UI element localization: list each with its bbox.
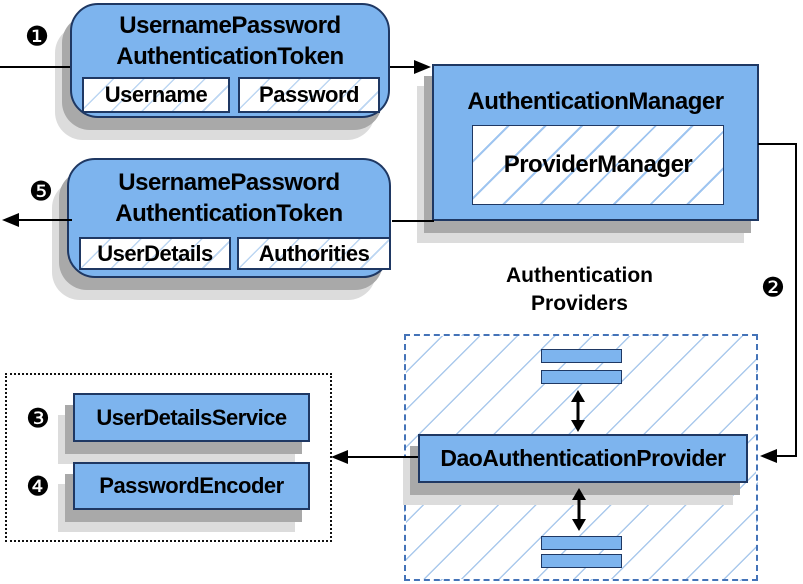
username-password-token-result-box: UsernamePassword AuthenticationToken Use…	[67, 158, 391, 278]
authentication-providers-label: Authentication Providers	[462, 262, 697, 318]
flow-line-outgoing	[16, 219, 72, 221]
line-manager-to-result-token	[392, 220, 434, 222]
title-line-1: UsernamePassword	[118, 169, 340, 196]
double-arrow-top-icon	[570, 390, 586, 432]
step-2-badge: ❷	[760, 272, 786, 304]
box-title: UsernamePassword AuthenticationToken	[69, 167, 389, 229]
database-bar-icon	[541, 370, 622, 384]
username-password-token-request-box: UsernamePassword AuthenticationToken Use…	[70, 3, 390, 118]
title-line-2: AuthenticationToken	[115, 200, 343, 227]
authentication-manager-box: AuthenticationManager ProviderManager	[432, 64, 759, 221]
user-details-chip: UserDetails	[79, 237, 231, 270]
label-line-1: Authentication	[506, 264, 653, 287]
authorities-chip: Authorities	[237, 237, 391, 270]
arrow-left-icon	[331, 450, 348, 464]
dao-authentication-provider-box: DaoAuthenticationProvider	[418, 434, 748, 483]
database-bar-icon	[541, 554, 622, 568]
password-encoder-box: PasswordEncoder	[73, 462, 310, 510]
authentication-manager-title: AuthenticationManager	[467, 88, 724, 115]
database-bar-icon	[541, 536, 622, 550]
label-line-2: Providers	[531, 292, 628, 315]
username-field-chip: Username	[82, 77, 230, 113]
box-title: UsernamePassword AuthenticationToken	[72, 10, 388, 72]
title-line-2: AuthenticationToken	[116, 43, 344, 70]
step-4-badge: ❹	[25, 471, 51, 503]
double-arrow-bottom-icon	[571, 488, 587, 531]
connector-vertical-right	[795, 143, 797, 457]
arrow-left-icon	[2, 213, 19, 227]
provider-manager-box: ProviderManager	[472, 125, 724, 205]
step-3-badge: ❸	[25, 403, 51, 435]
connector-into-dao	[777, 455, 797, 457]
title-line-1: UsernamePassword	[119, 12, 341, 39]
user-details-service-box: UserDetailsService	[73, 393, 310, 442]
flow-line-token-to-manager	[390, 66, 416, 68]
connector-dao-to-services	[348, 456, 418, 458]
step-1-badge: ❶	[24, 21, 50, 53]
connector-manager-right	[758, 143, 797, 145]
flow-line-incoming	[0, 66, 70, 68]
database-bar-icon	[541, 349, 622, 363]
arrow-right-icon	[414, 60, 431, 74]
arrow-left-icon	[760, 449, 777, 463]
step-5-badge: ❺	[28, 176, 54, 208]
password-field-chip: Password	[238, 77, 380, 113]
